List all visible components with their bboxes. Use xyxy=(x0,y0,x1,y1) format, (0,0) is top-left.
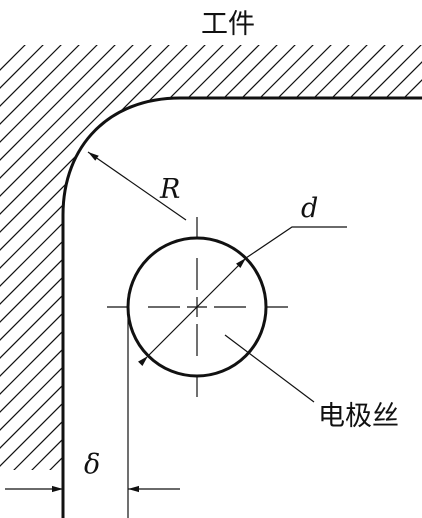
hatch-line xyxy=(413,45,422,470)
hatch-line xyxy=(0,45,143,470)
hatch-line xyxy=(0,45,323,470)
hatch-line xyxy=(0,45,107,470)
hatch-line xyxy=(341,45,422,470)
electrode-wire-label: 电极丝 xyxy=(318,401,399,432)
hatch-line xyxy=(0,45,251,470)
gap-dimension xyxy=(5,312,180,518)
hatch-line xyxy=(143,45,422,470)
hatch-line xyxy=(0,45,215,470)
hatch-line xyxy=(395,45,422,470)
hatch-line xyxy=(179,45,422,470)
hatch-line xyxy=(0,45,161,470)
hatch-line xyxy=(125,45,422,470)
hatch-line xyxy=(359,45,422,470)
radius-leader xyxy=(87,151,187,221)
hatch-line xyxy=(0,45,89,470)
hatch-line xyxy=(0,45,287,470)
diameter-label: d xyxy=(301,193,319,224)
hatch-line xyxy=(269,45,422,470)
hatch-line xyxy=(161,45,422,470)
diameter-dimension-line xyxy=(138,257,247,366)
hatch-line xyxy=(0,45,359,470)
hatch-line xyxy=(89,45,422,470)
hatch-line xyxy=(0,45,377,470)
hatch-line xyxy=(35,45,422,470)
hatch-line xyxy=(0,45,341,470)
workpiece-label: 工件 xyxy=(201,9,255,40)
hatch-line xyxy=(17,45,422,470)
gap-label: δ xyxy=(84,449,101,480)
hatch-line xyxy=(0,45,233,470)
hatch-line xyxy=(53,45,422,470)
hatch-line xyxy=(0,45,197,470)
hatch-line xyxy=(0,45,269,470)
diameter-leader xyxy=(245,226,347,259)
hatch-line xyxy=(323,45,422,470)
radius-label: R xyxy=(160,174,181,205)
hatch-line xyxy=(287,45,422,470)
hatch-line xyxy=(0,45,125,470)
hatch-line xyxy=(305,45,422,470)
electrode-wire-leader xyxy=(224,334,315,403)
hatch-line xyxy=(0,45,305,470)
hatch-line xyxy=(0,45,179,470)
hatch-line xyxy=(377,45,422,470)
workpiece-contour xyxy=(61,96,422,518)
hatch-line xyxy=(251,45,422,470)
